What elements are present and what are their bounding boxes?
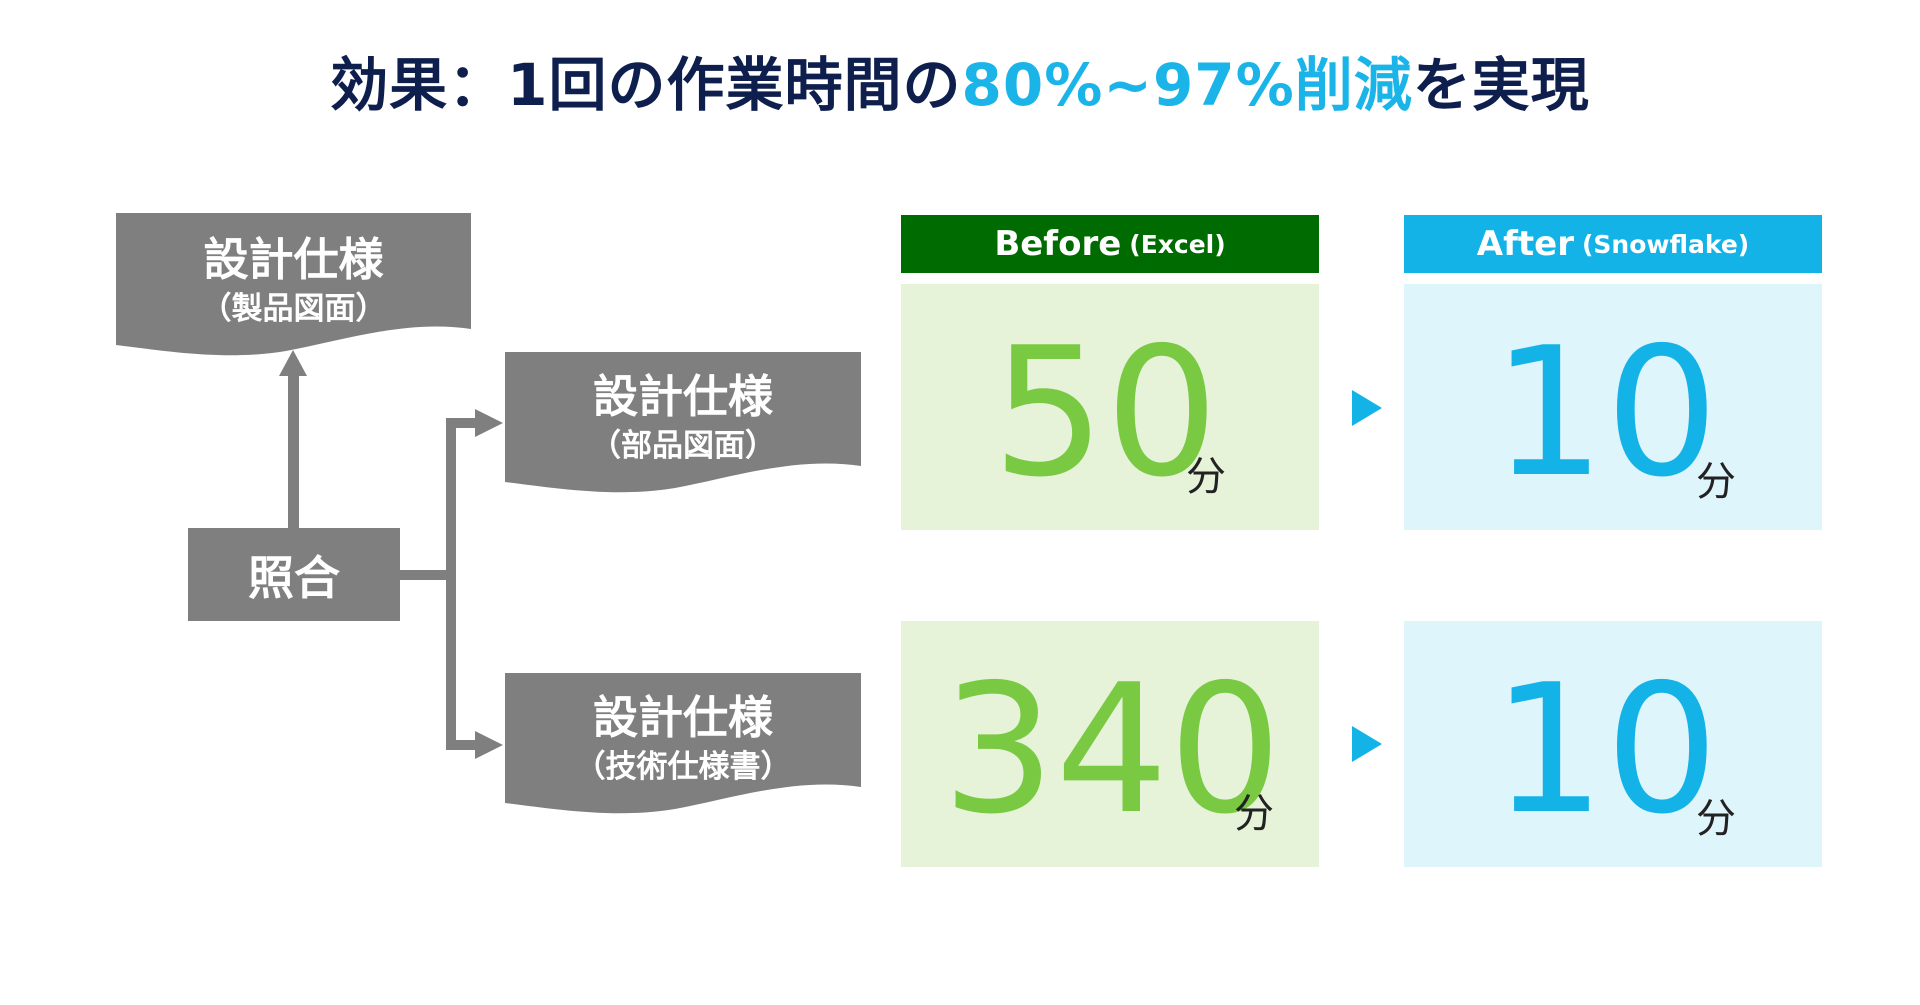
branch-vertical [446,418,456,750]
arrow-bottom-head [475,731,503,759]
before-time-value: 50 [992,309,1219,516]
doc-shape [116,213,471,356]
play-triangle-icon [1352,726,1382,762]
after-time-unit: 分 [1696,459,1736,505]
before-time-box-row1: 50 分 [901,284,1319,530]
match-box: 照合 [188,528,400,621]
title-highlight: 80%~97%削減 [961,51,1413,119]
doc-title: 設計仕様 [203,233,384,286]
before-header-label: Before [994,224,1122,264]
after-header-label: After [1476,224,1574,264]
title-part2: を実現 [1412,51,1590,119]
arrow-mid-head [475,409,503,437]
after-time-value: 10 [1492,309,1719,516]
after-time-box-row1: 10 分 [1404,284,1822,530]
after-time-box-row2: 10 分 [1404,621,1822,867]
play-triangle-icon [1352,390,1382,426]
doc-shape [505,673,861,814]
before-time-unit: 分 [1186,454,1226,500]
up-arrow-shaft [288,370,299,530]
doc-subtitle: （部品図面） [590,428,776,464]
doc-title: 設計仕様 [592,691,773,744]
before-header-tool: (Excel) [1129,229,1226,259]
arrow-bottom-shaft [446,740,478,750]
before-time-unit: 分 [1234,791,1274,837]
branch-horizontal [398,570,456,580]
doc-product-drawing: 設計仕様 （製品図面） [116,213,471,360]
after-time-unit: 分 [1696,796,1736,842]
after-header: After (Snowflake) [1404,215,1822,273]
doc-tech-spec: 設計仕様 （技術仕様書） [505,673,861,818]
title-part1: 効果：1回の作業時間の [330,51,962,119]
after-time-value: 10 [1492,646,1719,853]
page-title: 効果：1回の作業時間の80%~97%削減を実現 [0,38,1920,122]
before-time-box-row2: 340 分 [901,621,1319,867]
doc-parts-drawing: 設計仕様 （部品図面） [505,352,861,497]
before-time-value: 340 [942,646,1282,853]
doc-subtitle: （技術仕様書） [574,749,792,785]
doc-shape [505,352,861,493]
up-arrow-head [279,350,307,376]
before-header: Before (Excel) [901,215,1319,273]
doc-subtitle: （製品図面） [200,291,387,327]
after-header-tool: (Snowflake) [1581,229,1750,259]
doc-title: 設計仕様 [592,370,773,423]
arrow-mid-shaft [446,418,478,428]
